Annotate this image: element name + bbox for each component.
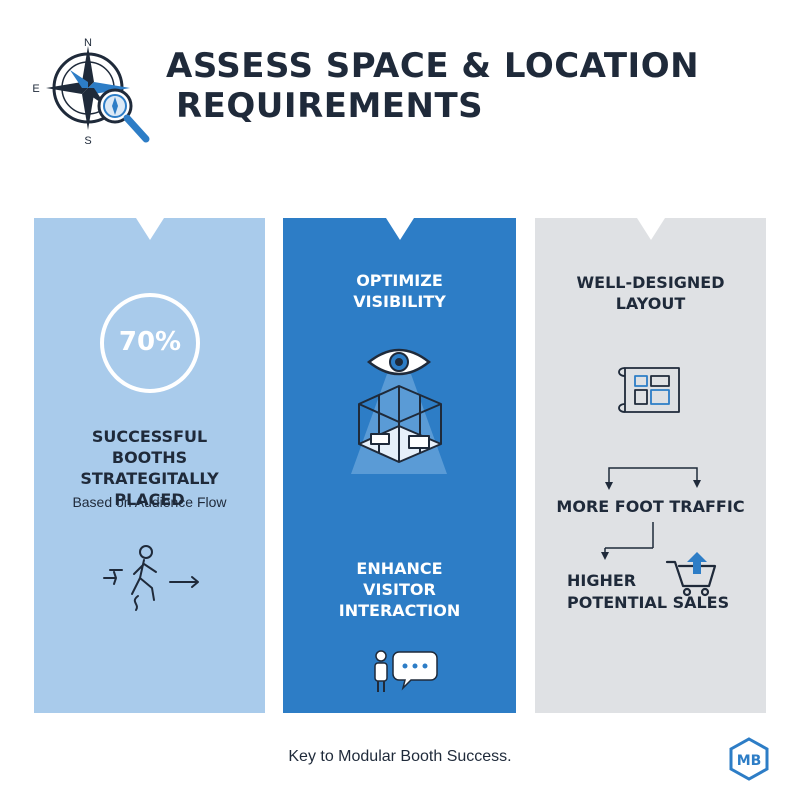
panel-strategic-placement: 70% SUCCESSFUL BOOTHS STRATEGITALLY PLAC… — [34, 218, 265, 713]
flow-arrows-bottom — [601, 522, 654, 560]
panel3-sales: HIGHER POTENTIAL SALES — [567, 571, 730, 612]
stat-ring: 70% — [100, 293, 200, 393]
header: N E S ASSESS SPACE & LOCATION REQUIREMEN… — [0, 0, 800, 180]
panel-layout: WELL-DESIGNED LAYOUT MORE FOOT TRAFFIC — [535, 218, 766, 713]
compass-n-label: N — [84, 37, 92, 49]
walking-person-icon — [103, 545, 199, 611]
panel2-heading-top: OPTIMIZE VISIBILITY — [353, 271, 446, 311]
eye-spotlight-booth-icon — [351, 348, 447, 474]
mb-logo-icon: MB — [729, 737, 769, 781]
footer-caption: Key to Modular Booth Success. — [288, 748, 512, 765]
panel-notch — [135, 218, 164, 240]
panel-notch — [636, 218, 665, 240]
panel3-traffic: MORE FOOT TRAFFIC — [556, 497, 745, 516]
panel1-subtext: Based on Audience Flow — [72, 494, 227, 510]
person-chat-icon — [374, 650, 438, 692]
page-title-line2: REQUIREMENTS — [176, 86, 484, 126]
compass-magnifier-icon: N E S — [32, 37, 150, 147]
shopping-cart-icon — [665, 552, 717, 597]
panel1-heading: SUCCESSFUL BOOTHS STRATEGITALLY PLACED — [80, 427, 219, 509]
stat-value: 70% — [118, 327, 182, 357]
blueprint-icon — [618, 367, 680, 413]
page-title: ASSESS SPACE & LOCATION REQUIREMENTS — [166, 46, 786, 126]
panel2-heading-bottom: ENHANCE VISITOR INTERACTION — [338, 559, 461, 620]
page-title-line1: ASSESS SPACE & LOCATION — [166, 46, 700, 86]
panel-visibility: OPTIMIZE VISIBILITY ENHANCE VISITOR INTE… — [283, 218, 516, 713]
panel-notch — [385, 218, 414, 240]
logo-text: MB — [737, 753, 762, 769]
panel3-heading-top: WELL-DESIGNED LAYOUT — [576, 273, 725, 313]
compass-s-label: S — [84, 135, 91, 147]
flow-arrows-top — [605, 467, 701, 490]
compass-e-label: E — [32, 83, 39, 95]
